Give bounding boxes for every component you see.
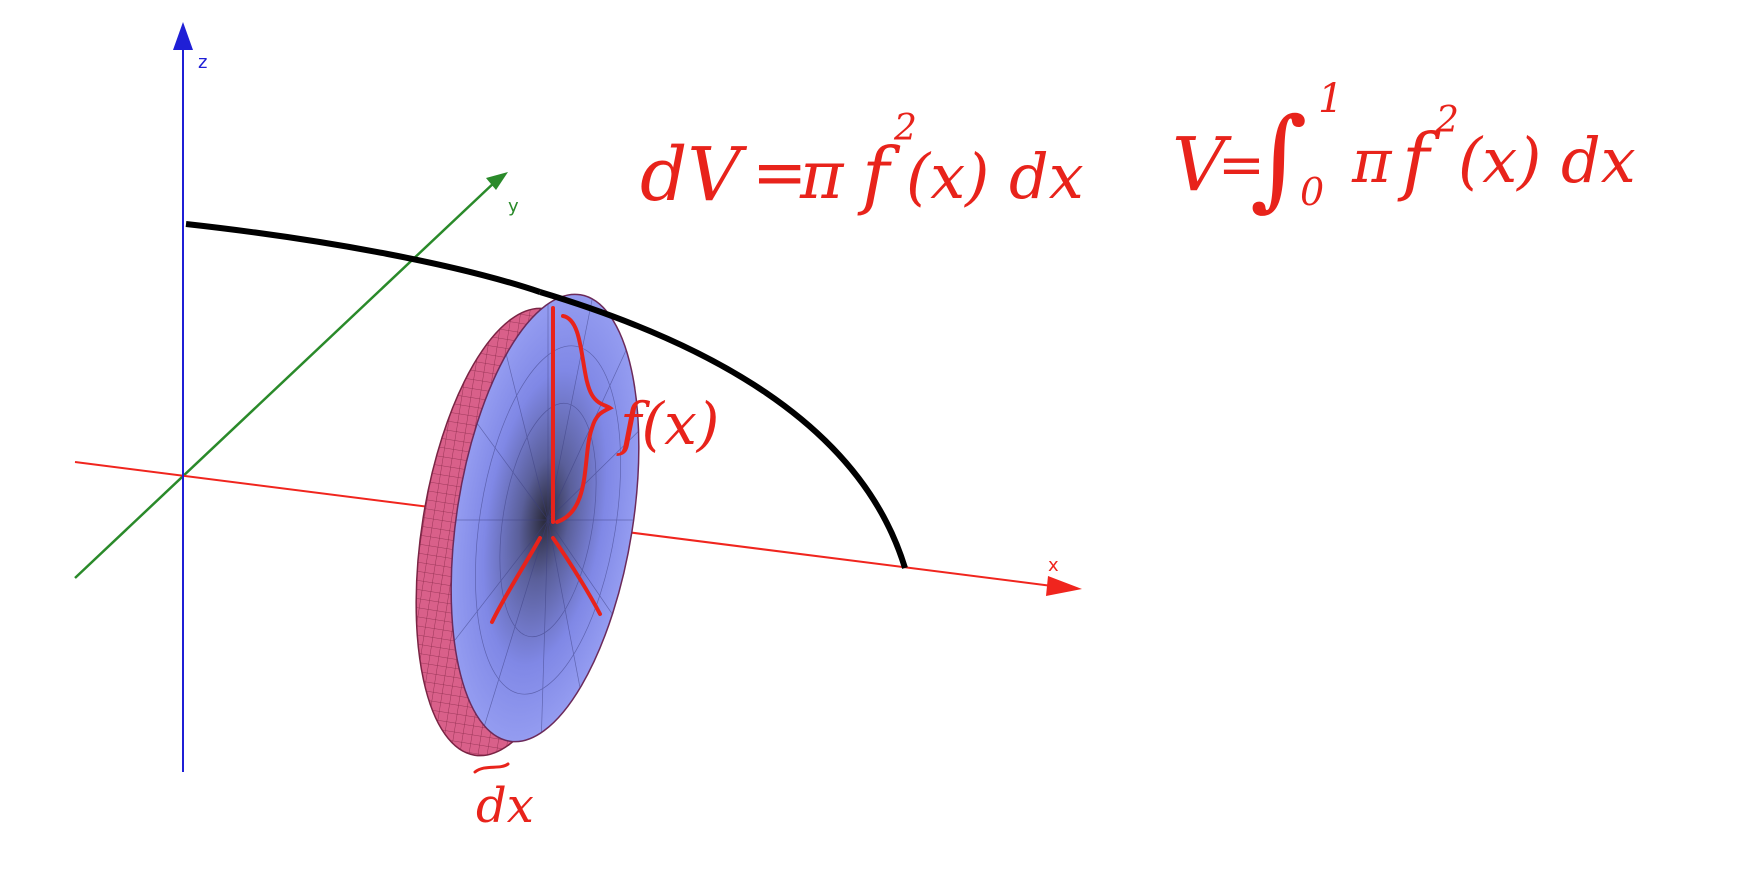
radius-brace — [555, 314, 614, 524]
integral-upper-limit: 1 — [1318, 76, 1343, 122]
dx-pointer-left — [490, 536, 542, 624]
radius-annotation — [473, 306, 614, 774]
differential-volume-equation: dV = π f 2 (x) dx — [640, 108, 1084, 218]
dv-exponent: 2 — [893, 108, 917, 149]
y-axis-arrowhead — [486, 172, 508, 190]
dv-pi: π — [799, 137, 845, 214]
dx-pointer-right — [551, 536, 602, 616]
v-pi: π — [1351, 127, 1393, 197]
z-axis-label: z — [198, 52, 207, 73]
curve-front-segment — [539, 289, 908, 569]
v-lhs: V — [1172, 122, 1232, 208]
integral-sign: ∫ — [1250, 94, 1307, 222]
v-equals: = — [1218, 133, 1265, 198]
v-tail: (x) dx — [1458, 124, 1636, 197]
disk-front-face — [450, 293, 640, 743]
v-exponent: 2 — [1435, 100, 1459, 141]
v-f: f — [1397, 118, 1441, 204]
y-axis-label: y — [508, 196, 519, 217]
y-axis-line — [74, 179, 498, 579]
curve-back-segment — [185, 221, 541, 295]
fx-label: f(x) — [616, 390, 719, 458]
x-axis-arrowhead — [1046, 576, 1082, 596]
disk-slice — [415, 281, 651, 757]
dv-lhs: dV — [640, 132, 747, 218]
dv-equals: = — [752, 134, 807, 211]
integral-lower-limit: 0 — [1300, 170, 1324, 214]
dx-tilde — [473, 762, 510, 774]
x-axis-label: x — [1048, 555, 1059, 576]
dx-label: dx — [476, 778, 534, 834]
dv-tail: (x) dx — [906, 140, 1084, 213]
z-axis-arrowhead — [173, 22, 193, 50]
volume-integral-equation: V = ∫ 0 1 π f 2 (x) dx — [1172, 76, 1636, 222]
